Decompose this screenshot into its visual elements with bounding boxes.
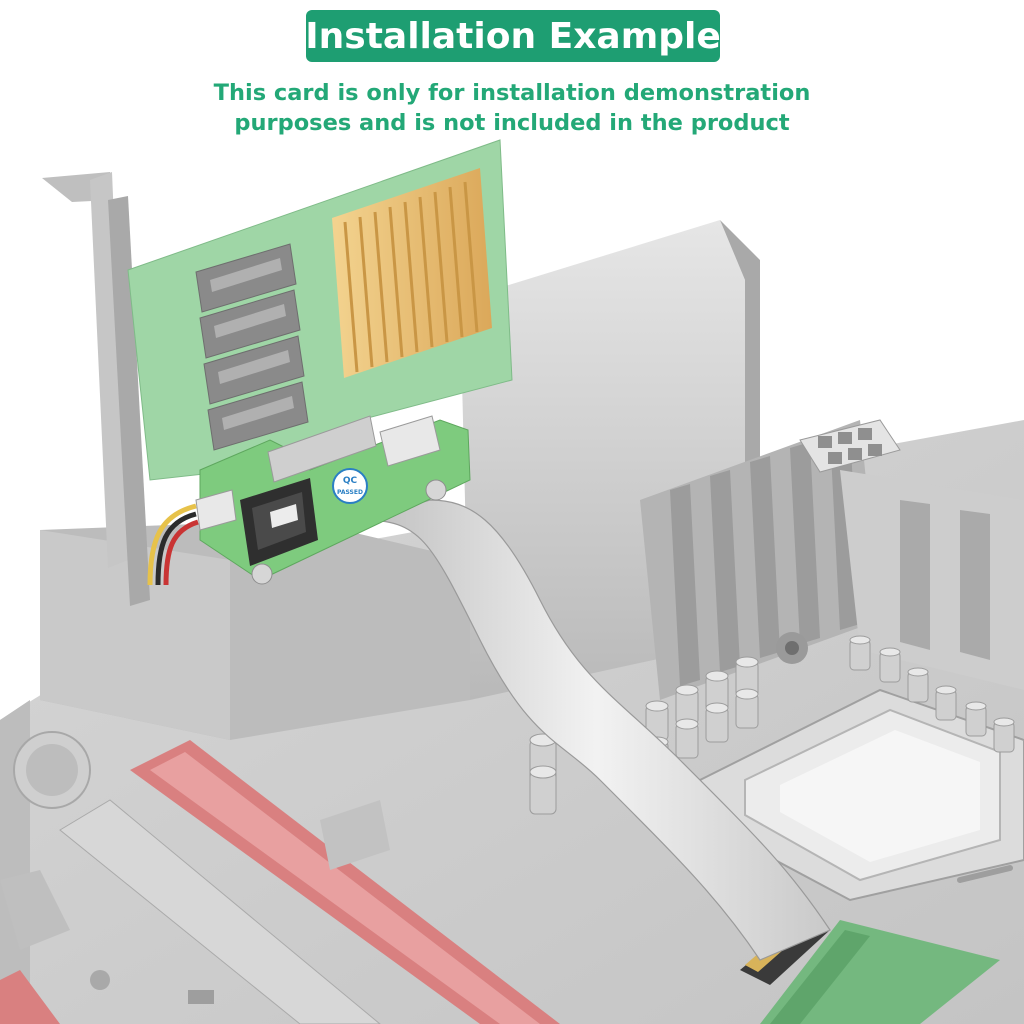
chip-heatsink xyxy=(332,168,492,378)
qc-badge-text: QC xyxy=(343,476,358,486)
qc-passed-text: PASSED xyxy=(337,489,363,496)
riser-board: QC PASSED xyxy=(195,415,471,585)
disclaimer-line-2: purposes and is not included in the prod… xyxy=(234,110,790,136)
vrm-heatsink xyxy=(640,420,1024,700)
power-cable xyxy=(147,503,199,586)
disclaimer-note: This card is only for installation demon… xyxy=(200,78,824,138)
expansion-card xyxy=(127,139,513,481)
cpu-socket xyxy=(699,688,1024,902)
title-banner: Installation Example xyxy=(305,10,721,62)
disclaimer-line-1: This card is only for installation demon… xyxy=(213,80,811,106)
pcie-slots xyxy=(0,740,560,1024)
ribbon-cable xyxy=(361,499,831,961)
board-details xyxy=(0,731,390,1004)
cpu-power-connector xyxy=(799,419,901,473)
capacitors xyxy=(529,632,1015,815)
pci-bracket xyxy=(42,172,150,606)
qc-passed-logo: QC PASSED xyxy=(332,468,368,504)
page-title: Installation Example xyxy=(305,15,721,57)
